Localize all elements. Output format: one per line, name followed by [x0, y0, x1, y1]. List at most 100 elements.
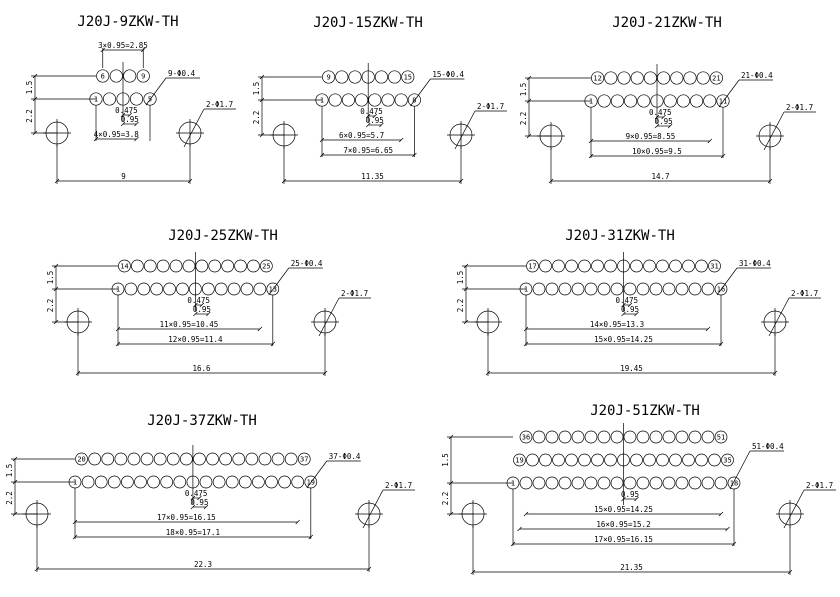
bottom-row-pin: [701, 476, 715, 490]
dimension-tick: [257, 326, 263, 332]
mount-offset-label: 2.2: [5, 491, 14, 505]
top-row-pin: [617, 71, 631, 85]
dimension-tick: [667, 123, 673, 129]
dimension-tick: [141, 47, 146, 53]
bottom-row-pin: [201, 282, 215, 296]
bottom-span-dimension: 10×0.95=9.5: [632, 147, 682, 156]
dimension-tick: [190, 504, 196, 510]
top-row-pin: [297, 452, 311, 466]
pin-hole-callout: 31-Φ0.4: [739, 259, 771, 268]
bottom-row-pin: [676, 94, 690, 108]
pitch-dimension: 0.95: [190, 498, 208, 507]
middle-row-pin: [721, 453, 734, 467]
mount-callout-leader: [454, 110, 476, 150]
mount-callout-leader: [183, 108, 205, 148]
dimension-tick: [134, 121, 139, 127]
dimension-tick: [54, 178, 60, 184]
bottom-row-pin: [394, 93, 408, 107]
dimension-tick: [517, 526, 522, 532]
overall-dimension: 9: [121, 172, 126, 181]
row-spacing-label: 1.5: [46, 271, 55, 285]
dimension-tick: [725, 526, 730, 532]
top-row-pin: [247, 259, 260, 273]
bottom-row-pin: [102, 92, 117, 106]
dimension-tick: [199, 302, 205, 308]
bottom-span-dimension: 4×0.95=3.8: [94, 130, 140, 139]
top-row-pin: [143, 259, 157, 273]
callout-leader: [716, 267, 738, 296]
dimension-tick: [34, 566, 40, 572]
mount-offset-label: 2.2: [519, 112, 528, 126]
connector-title: J20J-15ZKW-TH: [313, 15, 423, 31]
top-row-pin: [153, 452, 167, 466]
dimension-tick: [448, 511, 454, 517]
top-row-pin: [649, 430, 663, 444]
dimension-tick: [372, 113, 378, 119]
bottom-row-pin: [532, 476, 546, 490]
top-span-dimension: 15×0.95=14.25: [594, 505, 653, 514]
row-spacing-label: 1.5: [456, 271, 465, 285]
bottom-row-pin: [199, 475, 213, 489]
bottom-row-pin: [688, 282, 702, 296]
overall-dimension: 16.6: [192, 364, 211, 373]
pin-hole-callout: 21-Φ0.4: [741, 71, 773, 80]
top-row-pin: [688, 430, 702, 444]
bottom-row-pin: [545, 282, 559, 296]
dimension-tick: [120, 121, 126, 127]
top-row-first-pin-number: 20: [77, 456, 85, 464]
bottom-row-pin: [147, 475, 160, 489]
pitch-dimension: 0.95: [621, 305, 639, 314]
bottom-row-pin: [558, 476, 572, 490]
bottom-row-pin: [173, 475, 187, 489]
top-row-pin: [114, 452, 128, 466]
overall-dimension: 11.35: [361, 172, 384, 181]
top-row-pin: [695, 259, 708, 273]
mount-offset-label: 2.2: [441, 492, 450, 506]
dimension-tick: [53, 286, 59, 292]
mount-callout-leader: [783, 489, 805, 529]
middle-row-pin: [656, 453, 669, 467]
top-row-pin: [206, 452, 219, 466]
bottom-row-first-pin-number: 1: [589, 98, 593, 106]
bottom-row-pin: [571, 476, 585, 490]
dimension-tick: [448, 480, 454, 486]
top-row-pin: [669, 259, 682, 273]
top-row-first-pin-number: 9: [326, 74, 330, 82]
bottom-row-pin: [225, 475, 239, 489]
top-row-pin: [696, 71, 710, 85]
mount-hole-callout: 2-Φ1.7: [206, 100, 233, 109]
top-row-pin: [701, 430, 715, 444]
dimension-tick: [661, 114, 666, 120]
callout-leader: [145, 77, 167, 106]
bottom-row-pin: [701, 282, 715, 296]
top-row-last-pin-number: 9: [141, 73, 145, 81]
top-row-pin: [597, 430, 611, 444]
overall-dimension: 19.45: [620, 364, 643, 373]
callout-leader: [306, 460, 328, 489]
connector-title: J20J-21ZKW-TH: [612, 15, 722, 31]
mount-hole-callout: 2-Φ1.7: [477, 102, 504, 111]
dimension-tick: [281, 178, 287, 184]
dimension-tick: [259, 74, 265, 80]
overall-dimension: 21.35: [620, 563, 643, 572]
top-row-pin: [245, 452, 259, 466]
bottom-row-pin: [278, 475, 291, 489]
bottom-row-pin: [597, 94, 611, 108]
mount-offset-label: 2.2: [25, 109, 34, 123]
bottom-row-pin: [675, 282, 689, 296]
bottom-row-pin: [214, 282, 228, 296]
top-row-first-pin-number: 12: [593, 75, 601, 83]
bottom-row-pin: [623, 476, 637, 490]
bottom-row-pin: [597, 476, 611, 490]
bottom-row-pin: [597, 282, 611, 296]
dimension-tick: [193, 311, 198, 317]
bottom-span-dimension: 15×0.95=14.25: [594, 335, 653, 344]
top-row-pin: [539, 259, 552, 273]
top-row-pin: [714, 430, 728, 444]
pitch-dimension: 0.95: [121, 115, 139, 124]
overall-dimension: 22.3: [194, 560, 212, 569]
top-row-pin: [88, 452, 102, 466]
top-row-pin: [657, 71, 671, 85]
bottom-row-pin: [81, 475, 95, 489]
